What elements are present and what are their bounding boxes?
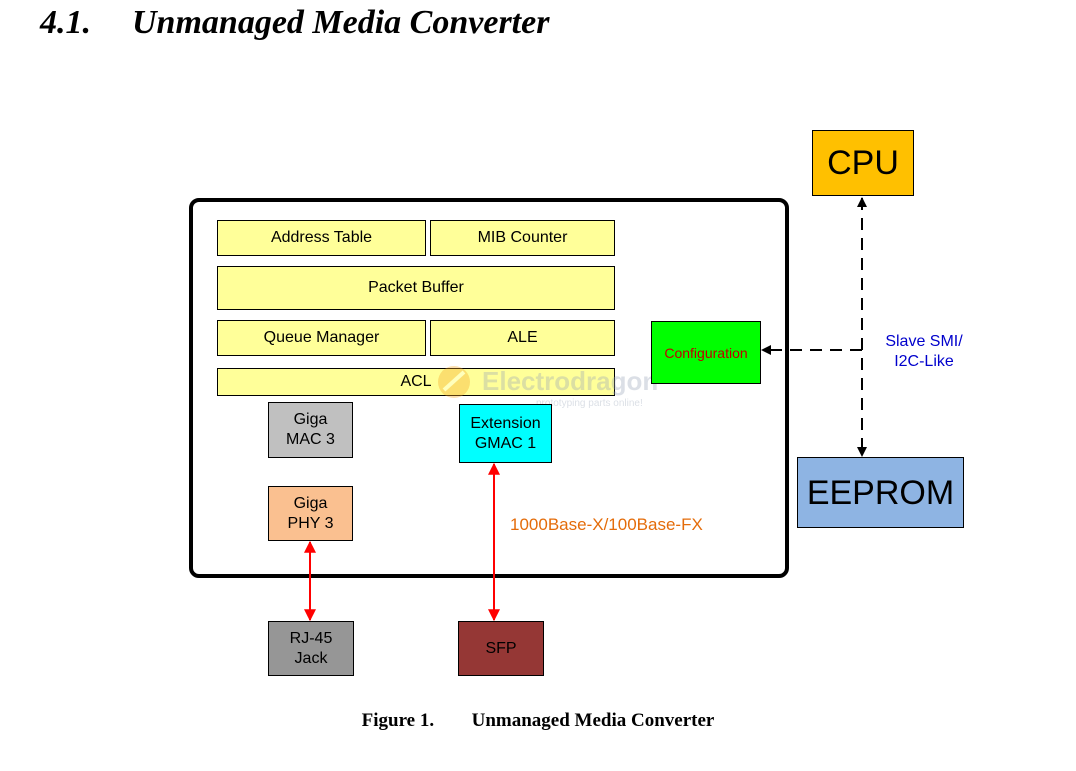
- svg-text:Electrodragon: Electrodragon: [482, 366, 658, 396]
- packet-buffer-block: Packet Buffer: [217, 266, 615, 310]
- address-table-block: Address Table: [217, 220, 426, 256]
- rj45-jack-block: RJ-45 Jack: [268, 621, 354, 676]
- section-heading: 4.1. Unmanaged Media Converter: [40, 4, 549, 42]
- configuration-block: Configuration: [651, 321, 761, 384]
- extension-gmac-block: Extension GMAC 1: [459, 404, 552, 463]
- ale-block: ALE: [430, 320, 615, 356]
- section-number: 4.1.: [40, 4, 91, 41]
- cpu-block: CPU: [812, 130, 914, 196]
- figure-caption: Figure 1. Unmanaged Media Converter: [0, 710, 1076, 732]
- fiber-link-label: 1000Base-X/100Base-FX: [510, 515, 703, 534]
- watermark-logo: Electrodragon prototyping parts online!: [438, 366, 658, 409]
- eeprom-block: EEPROM: [797, 457, 964, 528]
- giga-mac-block: Giga MAC 3: [268, 402, 353, 458]
- acl-block: ACL: [217, 368, 615, 396]
- mib-counter-block: MIB Counter: [430, 220, 615, 256]
- giga-phy-block: Giga PHY 3: [268, 486, 353, 541]
- section-title: Unmanaged Media Converter: [132, 4, 550, 41]
- queue-manager-block: Queue Manager: [217, 320, 426, 356]
- sfp-block: SFP: [458, 621, 544, 676]
- figure-title: Unmanaged Media Converter: [471, 710, 715, 731]
- svg-text:prototyping parts online!: prototyping parts online!: [536, 398, 643, 409]
- slave-smi-label: Slave SMI/ I2C-Like: [885, 333, 963, 370]
- figure-number: Figure 1.: [361, 710, 435, 731]
